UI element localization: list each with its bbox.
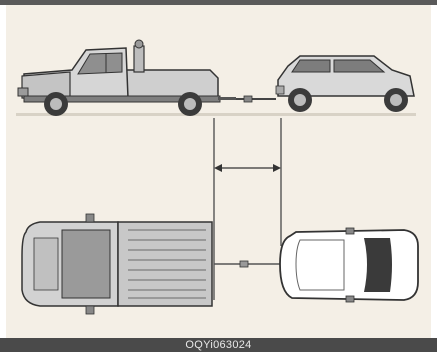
tow-bar-joint xyxy=(244,96,252,102)
figure-code: OQYi063024 xyxy=(0,338,437,352)
dimension-arrow-right xyxy=(273,164,281,172)
top-view xyxy=(22,214,418,314)
towed-car-top-icon xyxy=(280,228,418,302)
dimension-arrow-left xyxy=(214,164,222,172)
tow-bar-top-joint xyxy=(240,261,248,267)
tow-truck-top-icon xyxy=(22,214,212,314)
alignment-guides xyxy=(214,118,281,300)
tow-truck-side-icon xyxy=(18,40,236,116)
ground-shadow xyxy=(16,113,416,116)
towed-car-side-icon xyxy=(276,56,414,112)
side-view xyxy=(16,40,416,116)
